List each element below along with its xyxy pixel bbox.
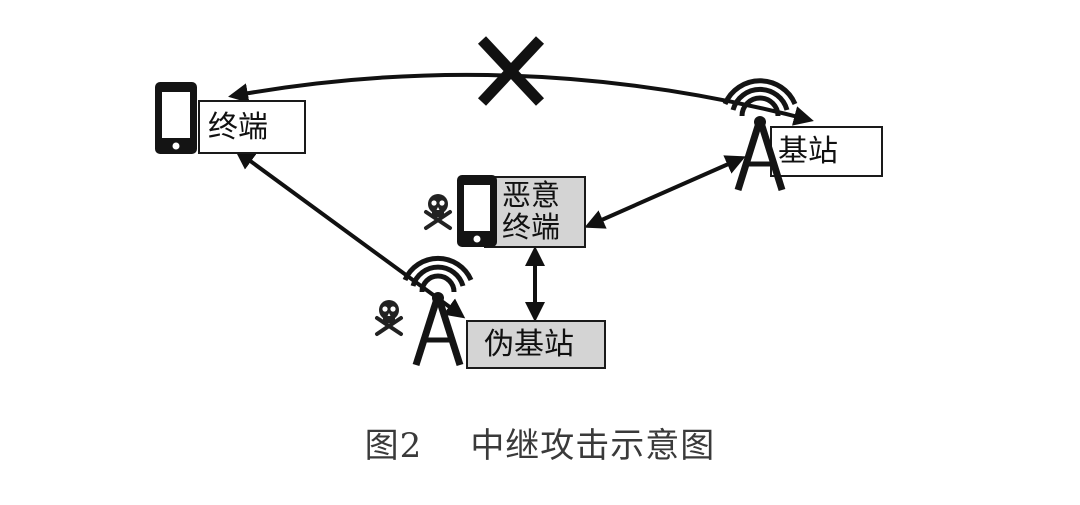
base-station-box: 基站 <box>770 126 883 177</box>
malicious-terminal-label: 恶意 终端 <box>502 178 561 244</box>
antenna-tower-icon <box>402 255 474 367</box>
antenna-tower-icon <box>722 78 798 192</box>
terminal-box: 终端 <box>198 100 306 154</box>
base-station-label: 基站 <box>778 134 838 169</box>
fake-base-station-label: 伪基站 <box>484 327 574 362</box>
skull-crossbones-icon <box>375 300 403 336</box>
figure-number: 图2 <box>364 426 423 466</box>
bs-malicious-terminal-arrow <box>584 155 746 229</box>
fake-base-station-box: 伪基站 <box>466 320 606 369</box>
terminal-label: 终端 <box>208 109 268 145</box>
phone-icon <box>457 175 497 247</box>
phone-icon <box>155 82 197 154</box>
cross-mark-icon <box>477 36 545 106</box>
skull-crossbones-icon <box>424 194 452 230</box>
figure-title: 中继攻击示意图 <box>470 426 716 466</box>
figure-caption: 图2 中继攻击示意图 <box>0 418 1080 467</box>
